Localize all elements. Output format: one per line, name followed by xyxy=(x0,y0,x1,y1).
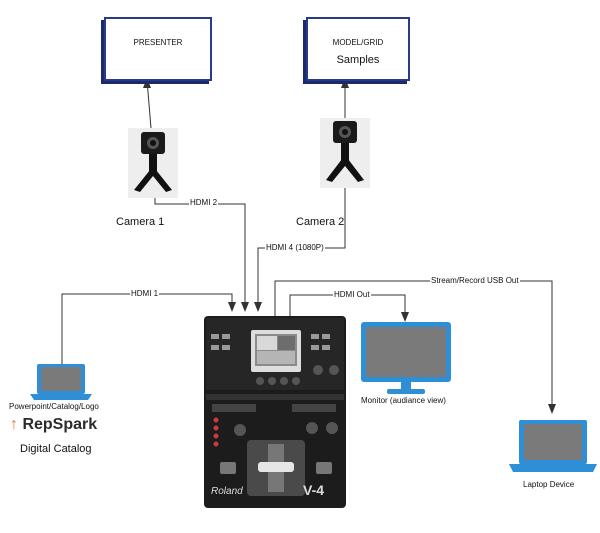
arrowhead-model xyxy=(341,78,349,88)
usb-out-label: Stream/Record USB Out xyxy=(430,276,520,285)
camera1-icon xyxy=(128,128,178,198)
monitor-caption: Monitor (audiance view) xyxy=(361,396,446,405)
camera2-icon xyxy=(320,118,370,188)
mixer-brand-label: Roland xyxy=(211,486,243,497)
hdmi2-label: HDMI 2 xyxy=(189,198,219,207)
presenter-box: PRESENTER xyxy=(104,17,212,81)
monitor-icon xyxy=(361,322,451,394)
hdmi-out-label: HDMI Out xyxy=(333,290,371,299)
laptop-caption: Powerpoint/Catalog/Logo xyxy=(9,402,99,411)
repspark-logo: ↑ RepSpark xyxy=(10,416,97,434)
arrowhead-monitor xyxy=(401,312,409,322)
usb-out-line xyxy=(274,280,553,410)
arrowhead-hdmi1 xyxy=(228,302,236,312)
video-mixer-icon xyxy=(204,316,346,508)
laptop-icon xyxy=(30,364,92,400)
hdmi4-label: HDMI 4 (1080P) xyxy=(265,243,325,252)
arrowhead-hdmi2 xyxy=(241,302,249,312)
model-grid-box: MODEL/GRID Samples xyxy=(306,17,410,81)
arrowhead-hdmi4 xyxy=(254,302,262,312)
repspark-brand: RepSpark xyxy=(22,416,98,433)
arrowhead-presenter xyxy=(143,78,151,88)
digital-catalog-label: Digital Catalog xyxy=(20,443,92,455)
flame-icon: ↑ xyxy=(10,416,18,433)
laptop-device-caption: Laptop Device xyxy=(523,480,575,489)
mixer-model-label: V-4 xyxy=(303,482,325,498)
camera2-label: Camera 2 xyxy=(296,216,345,228)
samples-label: Samples xyxy=(336,54,380,66)
model-grid-label: MODEL/GRID xyxy=(332,38,384,47)
hdmi1-label: HDMI 1 xyxy=(130,289,160,298)
camera1-label: Camera 1 xyxy=(116,216,165,228)
arrowhead-laptop-device xyxy=(548,404,556,414)
presenter-label: PRESENTER xyxy=(133,38,183,47)
laptop-device-icon xyxy=(509,420,597,472)
hdmi2-line xyxy=(154,192,246,308)
